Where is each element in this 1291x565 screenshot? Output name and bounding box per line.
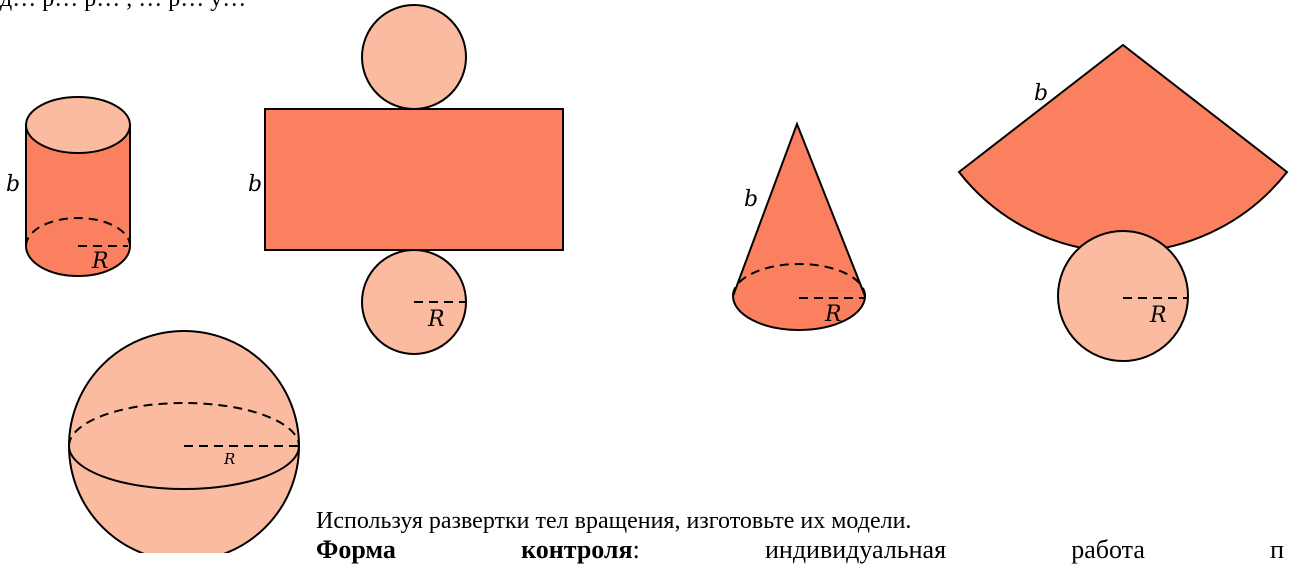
last-word: п bbox=[1270, 535, 1284, 564]
cone-radius-label: R bbox=[824, 302, 842, 327]
cylinder-height-label: b bbox=[6, 172, 20, 197]
cone-base-hidden-edge bbox=[732, 263, 866, 297]
cone-net-sector bbox=[957, 43, 1289, 254]
cylinder-net: b R bbox=[248, 4, 564, 355]
colon: : bbox=[632, 535, 640, 564]
instruction-text: Используя развертки тел вращения, изгото… bbox=[316, 508, 912, 534]
cylinder-bottom-hidden-edge bbox=[25, 217, 131, 247]
sphere-outline bbox=[68, 330, 300, 553]
cylinder-top-ellipse bbox=[25, 96, 131, 154]
cone-slant-label: b bbox=[744, 187, 758, 212]
control-form-line: Форма контроля: индивидуальная работа п bbox=[316, 535, 1284, 565]
cylinder: b R bbox=[6, 96, 131, 277]
sphere: R bbox=[68, 330, 300, 553]
cone: b R bbox=[731, 121, 867, 331]
individual-word: индивидуальная bbox=[765, 535, 947, 564]
cone-net-radius-label: R bbox=[1149, 303, 1167, 328]
cone-body bbox=[731, 121, 867, 331]
solids-of-revolution-figure: b R b R b R b R R bbox=[6, 4, 1289, 553]
cone-net-slant-label: b bbox=[1034, 81, 1048, 106]
cone-net-base-circle bbox=[1057, 230, 1189, 362]
form-word: Форма bbox=[316, 535, 396, 564]
work-word: работа bbox=[1071, 535, 1145, 564]
cropped-top-text: д… р… р… , … р… у… bbox=[0, 0, 246, 13]
sphere-equator-front bbox=[68, 445, 300, 490]
control-word: контроля bbox=[521, 535, 633, 564]
cylinder-net-top-circle bbox=[361, 4, 467, 110]
cone-net: b R bbox=[957, 43, 1289, 362]
sphere-radius-label: R bbox=[223, 450, 235, 468]
cylinder-net-rectangle bbox=[264, 108, 564, 251]
cylinder-net-radius-label: R bbox=[427, 307, 445, 332]
cylinder-body bbox=[25, 124, 131, 277]
cylinder-net-height-label: b bbox=[248, 172, 262, 197]
cylinder-radius-label: R bbox=[91, 249, 109, 274]
